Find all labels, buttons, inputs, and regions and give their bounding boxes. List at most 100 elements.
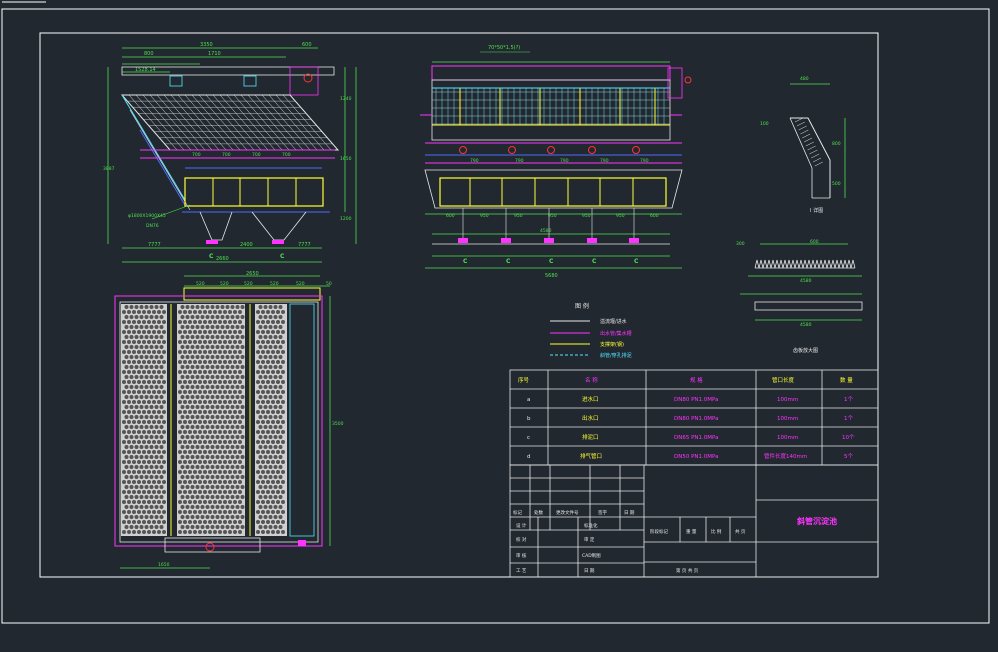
- hex-cell: [134, 335, 139, 339]
- hex-cell: [198, 500, 202, 504]
- hex-cell: [159, 345, 164, 349]
- hex-cell: [190, 405, 195, 409]
- hex-cell: [228, 480, 232, 484]
- hex-cell: [154, 305, 159, 309]
- hex-cell: [162, 350, 166, 354]
- hex-cell: [122, 390, 126, 394]
- hex-cell: [225, 395, 230, 399]
- hex-cell: [278, 525, 283, 529]
- hex-cell: [228, 460, 232, 464]
- hex-cell: [149, 305, 154, 309]
- hex-cell: [139, 455, 144, 459]
- side-dim-lower-6: 600: [650, 213, 659, 219]
- hex-cell: [185, 355, 190, 359]
- hex-cell: [122, 320, 126, 324]
- hex-cell: [190, 415, 195, 419]
- hex-cell: [152, 380, 156, 384]
- hex-cell: [261, 460, 265, 464]
- hex-cell: [185, 345, 190, 349]
- hex-cell: [223, 420, 227, 424]
- hex-cell: [268, 455, 273, 459]
- hex-cell: [215, 325, 220, 329]
- hex-cell: [132, 310, 136, 314]
- hex-cell: [180, 365, 185, 369]
- hex-cell: [154, 475, 159, 479]
- hex-cell: [263, 495, 268, 499]
- hex-cell: [124, 475, 129, 479]
- hex-cell: [188, 380, 192, 384]
- hex-cell: [228, 420, 232, 424]
- hex-cell: [213, 350, 217, 354]
- hex-cell: [142, 350, 146, 354]
- hex-cell: [223, 320, 227, 324]
- hex-cell: [159, 405, 164, 409]
- hex-cell: [162, 380, 166, 384]
- hex-cell: [276, 330, 280, 334]
- hex-cell: [268, 475, 273, 479]
- hex-cell: [266, 500, 270, 504]
- hex-cell: [152, 420, 156, 424]
- hex-cell: [144, 425, 149, 429]
- hex-cell: [127, 380, 131, 384]
- hex-cell: [276, 420, 280, 424]
- hex-cell: [195, 475, 200, 479]
- hex-cell: [190, 525, 195, 529]
- hex-cell: [276, 320, 280, 324]
- hex-cell: [240, 525, 245, 529]
- side-dim-lower-4: 950: [582, 213, 591, 219]
- hex-cell: [122, 480, 126, 484]
- pipe-row-2-spec: DN65 PN1.0MPa: [674, 435, 718, 441]
- hex-cell: [258, 325, 263, 329]
- hex-cell: [266, 440, 270, 444]
- front-dim-bottom-2: 7777: [298, 242, 311, 248]
- hex-cell: [147, 330, 151, 334]
- hex-cell: [215, 515, 220, 519]
- hex-cell: [193, 450, 197, 454]
- hex-cell: [210, 345, 215, 349]
- hex-cell: [193, 330, 197, 334]
- hex-cell: [193, 510, 197, 514]
- hex-cell: [190, 505, 195, 509]
- hex-cell: [178, 340, 182, 344]
- hex-cell: [278, 505, 283, 509]
- hex-cell: [127, 390, 131, 394]
- hex-cell: [134, 375, 139, 379]
- hex-cell: [210, 445, 215, 449]
- hex-cell: [233, 490, 237, 494]
- hex-cell: [134, 355, 139, 359]
- hex-cell: [233, 400, 237, 404]
- hex-cell: [273, 495, 278, 499]
- hex-cell: [213, 460, 217, 464]
- hex-cell: [157, 520, 161, 524]
- support-foot: [544, 238, 554, 243]
- hex-cell: [240, 395, 245, 399]
- hex-cell: [183, 370, 187, 374]
- hex-cell: [215, 425, 220, 429]
- tube-line: [191, 94, 241, 151]
- hex-cell: [198, 490, 202, 494]
- hex-cell: [132, 360, 136, 364]
- hex-cell: [188, 330, 192, 334]
- hex-cell: [263, 325, 268, 329]
- hex-cell: [124, 315, 129, 319]
- hex-cell: [195, 355, 200, 359]
- hex-cell: [281, 480, 285, 484]
- hex-cell: [238, 320, 242, 324]
- hex-cell: [178, 500, 182, 504]
- hex-cell: [276, 390, 280, 394]
- hex-cell: [124, 365, 129, 369]
- hex-cell: [154, 405, 159, 409]
- hex-cell: [235, 425, 240, 429]
- hex-cell: [195, 315, 200, 319]
- hex-cell: [271, 460, 275, 464]
- hex-cell: [210, 355, 215, 359]
- plan-dim-right: 3500: [332, 421, 344, 427]
- hex-cell: [278, 515, 283, 519]
- hex-cell: [154, 365, 159, 369]
- hex-cell: [159, 495, 164, 499]
- hex-cell: [190, 495, 195, 499]
- hex-cell: [273, 485, 278, 489]
- hex-cell: [144, 355, 149, 359]
- hex-cell: [233, 390, 237, 394]
- hex-cell: [149, 325, 154, 329]
